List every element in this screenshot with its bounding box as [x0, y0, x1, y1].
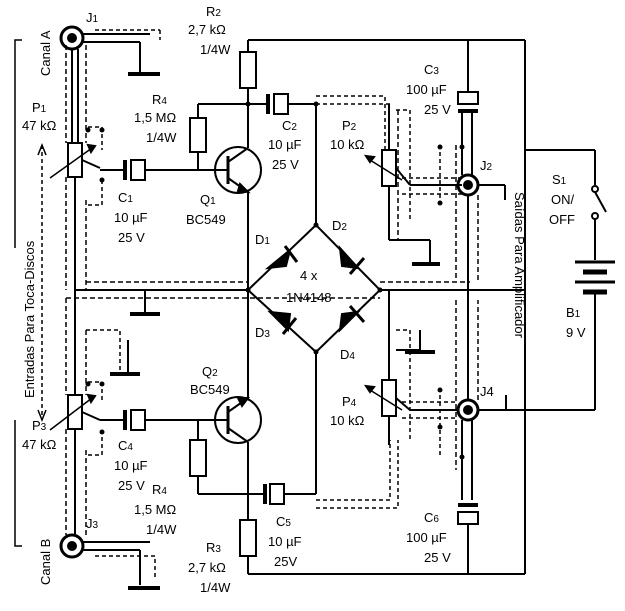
cable-j1	[65, 29, 161, 143]
j3-label: J3	[86, 516, 99, 531]
j1-label: J1	[86, 10, 99, 25]
resistor-r2	[239, 39, 520, 107]
c1-voltage: 25 V	[118, 230, 145, 245]
capacitor-c1	[100, 159, 162, 181]
c3-label: C3	[424, 62, 439, 77]
c6-voltage: 25 V	[424, 550, 451, 565]
diode-d1	[264, 245, 299, 270]
c1-value: 10 µF	[114, 210, 148, 225]
p4-label: P4	[342, 394, 357, 409]
s1-off: OFF	[549, 212, 575, 227]
c6-value: 100 µF	[406, 530, 447, 545]
s1-label: S1	[552, 172, 567, 187]
p2-value: 10 kΩ	[330, 137, 365, 152]
c4-value: 10 µF	[114, 458, 148, 473]
transistor-q1	[214, 104, 262, 290]
d2-label: D2	[332, 218, 347, 233]
r4-bottom-power: 1/4W	[146, 522, 177, 537]
canal-b-label: Canal B	[38, 538, 53, 585]
jack-j1	[59, 25, 85, 51]
r4-bottom-value: 1,5 MΩ	[134, 502, 177, 517]
c1-label: C1	[118, 190, 133, 205]
transistor-q2	[214, 290, 262, 520]
c3-value: 100 µF	[406, 82, 447, 97]
q1-label: Q1	[200, 192, 216, 207]
diode-d2	[338, 245, 366, 275]
diodes-part: 1N4148	[286, 290, 332, 305]
diodes-count: 4 x	[300, 268, 318, 283]
p1-value: 47 kΩ	[22, 118, 57, 133]
battery-b1	[478, 260, 615, 411]
potentiometer-p2	[363, 104, 462, 240]
q1-part: BC549	[186, 212, 226, 227]
outputs-label: Saídas Para Amplificador	[512, 192, 527, 338]
capacitor-c4	[100, 409, 222, 431]
capacitor-c6	[457, 503, 479, 574]
j2-label: J2	[480, 158, 493, 173]
jack-j3	[59, 533, 160, 590]
capacitor-c3	[457, 40, 479, 113]
resistor-r3	[239, 519, 525, 575]
c2-voltage: 25 V	[272, 157, 299, 172]
c5-voltage: 25V	[274, 554, 298, 569]
c5-value: 10 µF	[268, 534, 302, 549]
c4-label: C4	[118, 438, 133, 453]
c6-label: C6	[424, 510, 439, 525]
b1-label: B1	[566, 305, 581, 320]
jack-j2	[437, 112, 505, 290]
r4-top-label: R4	[152, 92, 167, 107]
p4-value: 10 kΩ	[330, 413, 365, 428]
r4-top-value: 1,5 MΩ	[134, 110, 177, 125]
potentiometer-p1	[49, 126, 105, 206]
switch-s1	[591, 150, 607, 260]
j4-label: J4	[480, 384, 494, 399]
resistor-r4-bottom	[189, 420, 265, 495]
c5-label: C5	[276, 514, 291, 529]
diode-d4	[338, 305, 366, 333]
c2-label: C2	[282, 118, 297, 133]
resistor-r4-top	[189, 103, 248, 170]
p2-label: P2	[342, 118, 357, 133]
p1-label: P1	[32, 100, 47, 115]
c2-value: 10 µF	[268, 137, 302, 152]
r2-value: 2,7 kΩ	[188, 22, 226, 37]
b1-value: 9 V	[566, 325, 586, 340]
c4-voltage: 25 V	[118, 478, 145, 493]
r3-value: 2,7 kΩ	[188, 560, 226, 575]
s1-on: ON/	[551, 192, 575, 207]
c3-voltage: 25 V	[424, 102, 451, 117]
r4-bottom-label: R4	[152, 482, 167, 497]
q2-label: Q2	[202, 364, 218, 379]
diode-d3	[267, 310, 298, 335]
canal-a-label: Canal A	[38, 30, 53, 76]
q2-part: BC549	[190, 382, 230, 397]
d1-label: D1	[255, 232, 270, 247]
p3-value: 47 kΩ	[22, 437, 57, 452]
r2-power: 1/4W	[200, 42, 231, 57]
d4-label: D4	[340, 347, 355, 362]
capacitor-c2	[248, 93, 390, 225]
capacitor-c5	[263, 352, 399, 509]
jack-j4	[437, 290, 507, 500]
r2-label: R2	[206, 4, 221, 19]
r3-power: 1/4W	[200, 580, 231, 595]
d3-label: D3	[255, 325, 270, 340]
r3-label: R3	[206, 540, 221, 555]
inputs-label: Entradas Para Toca-Discos	[22, 240, 37, 398]
potentiometer-p4	[363, 290, 458, 445]
potentiometer-p3	[49, 381, 105, 456]
r4-top-power: 1/4W	[146, 130, 177, 145]
p3-label: P3	[32, 418, 47, 433]
